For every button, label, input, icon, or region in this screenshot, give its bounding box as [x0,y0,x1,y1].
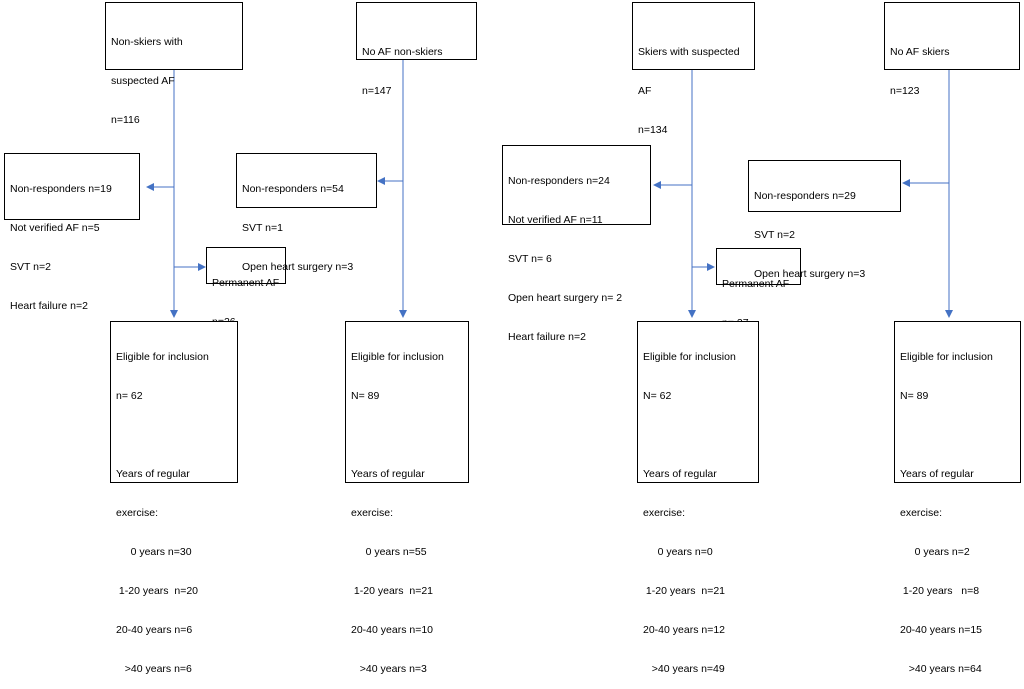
box-line: exercise: [351,507,394,519]
exclusion-box-col4: Non-responders n=29 SVT n=2 Open heart s… [748,160,901,280]
box-line: Open heart surgery n=3 [754,268,866,280]
permanent-af-box-col1: Permanent AF n=26 [206,247,286,328]
eligible-box-col2: Eligible for inclusion N= 89 Years of re… [345,321,469,675]
box-line: 0 years n=2 [900,546,970,558]
box-line: Eligible for inclusion [900,351,993,363]
box-line: Non-responders n=19 [10,183,112,195]
box-line: SVT n=1 [242,222,283,234]
box-line: >40 years n=6 [116,663,192,675]
box-line: Heart failure n=2 [10,300,88,312]
box-line: Non-skiers with [111,36,183,48]
box-line: SVT n=2 [10,261,51,273]
box-line: 0 years n=30 [116,546,192,558]
top-box-no-af-non-skiers: No AF non-skiers n=147 [356,2,477,97]
box-line: n=123 [890,85,920,97]
box-line: exercise: [900,507,943,519]
box-line: Open heart surgery n=3 [242,261,354,273]
box-line: suspected AF [111,75,175,87]
box-line: Years of regular [643,468,717,480]
box-line: N= 62 [643,390,672,402]
box-line: Non-responders n=29 [754,190,856,202]
box-line: 1-20 years n=8 [900,585,980,597]
box-line: Not verified AF n=11 [508,214,603,226]
box-line: 0 years n=55 [351,546,427,558]
permanent-af-box-col3: Permanent AF n= 27 [716,248,801,329]
flow-arrows [146,60,953,318]
eligible-box-col1: Eligible for inclusion n= 62 Years of re… [110,321,238,675]
box-line: SVT n= 6 [508,253,552,265]
box-line: Eligible for inclusion [116,351,209,363]
box-line: Eligible for inclusion [351,351,444,363]
box-line: 20-40 years n=12 [643,624,726,636]
box-line: 1-20 years n=20 [116,585,199,597]
box-line: >40 years n=49 [643,663,725,675]
box-line: Permanent AF [722,278,790,290]
box-line: Skiers with suspected [638,46,740,58]
exclusion-box-col1: Non-responders n=19 Not verified AF n=5 … [4,153,140,312]
box-line: Non-responders n=24 [508,175,610,187]
eligible-box-col4: Eligible for inclusion N= 89 Years of re… [894,321,1021,675]
box-line: 20-40 years n=15 [900,624,983,636]
box-line: n= 62 [116,390,143,402]
eligible-box-col3: Eligible for inclusion N= 62 Years of re… [637,321,759,675]
box-line: 20-40 years n=6 [116,624,193,636]
box-line: Open heart surgery n= 2 [508,292,623,304]
box-line: n=116 [111,114,140,126]
box-line: Eligible for inclusion [643,351,736,363]
box-line: 0 years n=0 [643,546,713,558]
box-line: 1-20 years n=21 [643,585,726,597]
box-line: 20-40 years n=10 [351,624,434,636]
exclusion-box-col3: Non-responders n=24 Not verified AF n=11… [502,145,651,343]
box-line: Years of regular [116,468,190,480]
box-line: Non-responders n=54 [242,183,344,195]
box-line: >40 years n=3 [351,663,427,675]
box-line: Permanent AF [212,277,280,289]
box-line: N= 89 [351,390,380,402]
box-line: Years of regular [900,468,974,480]
box-line: n=147 [362,85,392,97]
top-box-non-skiers-suspected-af: Non-skiers with suspected AF n=116 [105,2,243,126]
top-box-no-af-skiers: No AF skiers n=123 [884,2,1020,97]
box-line: AF [638,85,652,97]
box-line: Years of regular [351,468,425,480]
box-line: Not verified AF n=5 [10,222,100,234]
box-line: n=134 [638,124,668,136]
box-line: exercise: [643,507,686,519]
exclusion-box-col2: Non-responders n=54 SVT n=1 Open heart s… [236,153,377,273]
box-line: Heart failure n=2 [508,331,586,343]
box-line: N= 89 [900,390,929,402]
top-box-skiers-suspected-af: Skiers with suspected AF n=134 [632,2,755,136]
box-line: No AF non-skiers [362,46,443,58]
box-line: >40 years n=64 [900,663,982,675]
box-line: exercise: [116,507,159,519]
box-line: 1-20 years n=21 [351,585,434,597]
box-line: SVT n=2 [754,229,795,241]
box-line: No AF skiers [890,46,950,58]
